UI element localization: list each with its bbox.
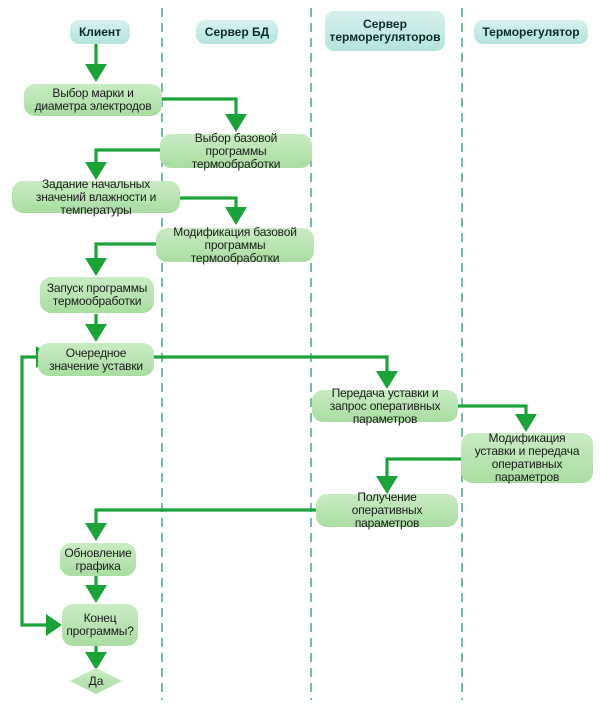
node-set-initial-values: Задание начальных значений влажности и т…: [12, 177, 180, 216]
lane-header-thermoregulator: Терморегулятор: [474, 20, 588, 44]
node-select-brand: Выбор марки и диаметра электродов: [24, 84, 162, 116]
node-update-graph: Обновление графика: [60, 543, 136, 576]
node-end-check: Конец программы?: [62, 604, 138, 646]
flow-arrows: [20, 44, 537, 670]
node-modify-base-program: Модификация базовой программы термообраб…: [156, 225, 314, 264]
end-diamond: [70, 668, 122, 694]
lane-header-db-server: Сервер БД: [196, 20, 278, 44]
node-modify-setpoint-send: Модификация уставки и передача оперативн…: [461, 432, 593, 484]
node-yes: Да: [88, 674, 104, 688]
lane-header-client: Клиент: [70, 20, 130, 44]
node-next-setpoint: Очередное значение уставки: [38, 343, 154, 376]
node-select-base-program: Выбор базовой программы термообработки: [160, 131, 312, 170]
node-receive-params: Получение оперативных параметров: [316, 491, 458, 530]
node-send-setpoint-request: Передача уставки и запрос оперативных па…: [312, 386, 458, 425]
node-start-program: Запуск программы термообработки: [40, 277, 154, 313]
lane-header-thermo-server: Сервер терморегуляторов: [325, 11, 445, 51]
